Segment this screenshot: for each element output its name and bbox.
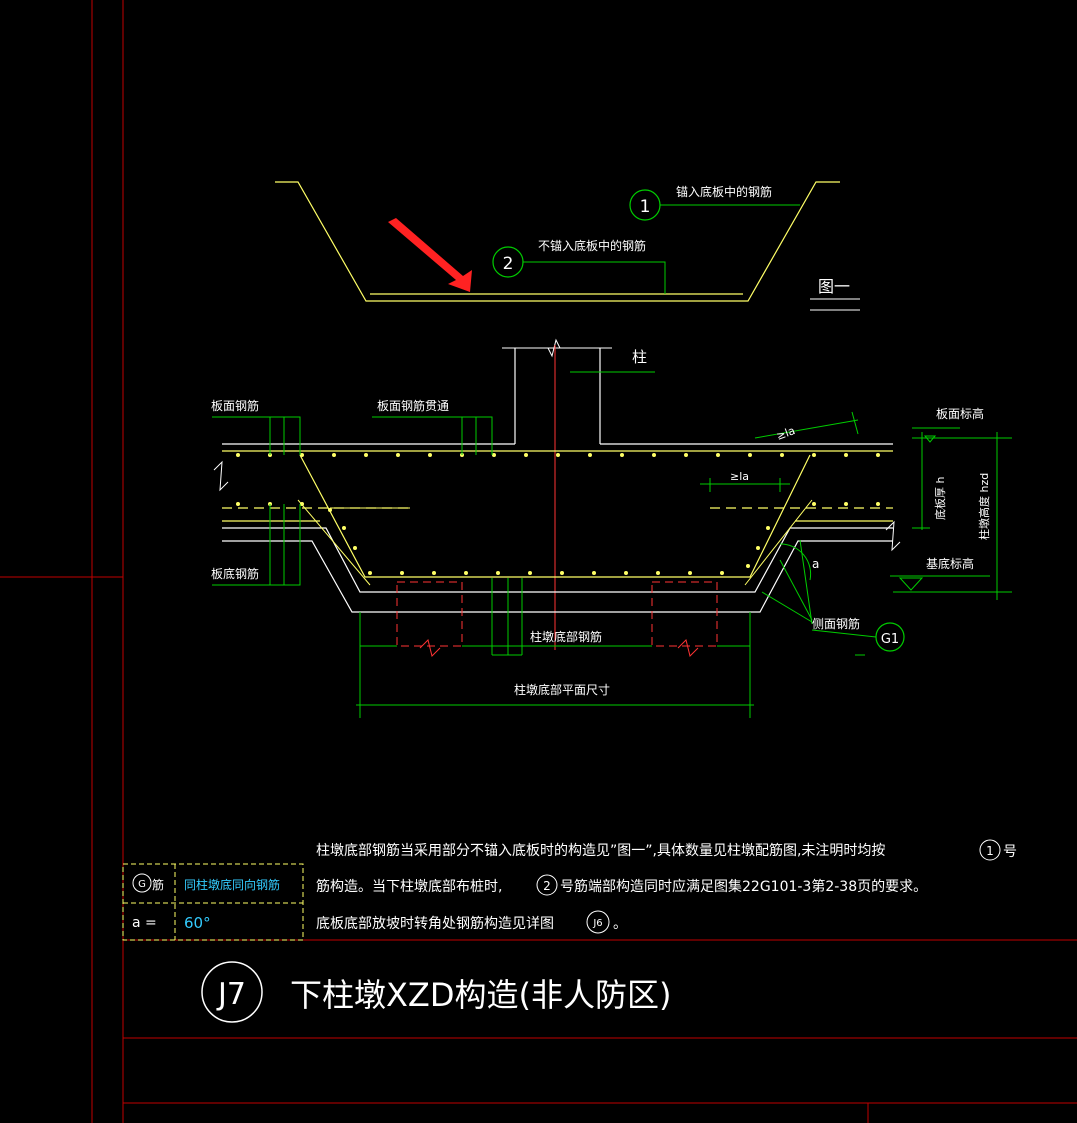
pier-height-label: 柱墩高度 hzd [977, 473, 991, 540]
legend-table [122, 863, 304, 941]
legend-row2-value: 60° [184, 914, 211, 932]
leader-lines [212, 371, 1012, 718]
top-rebar-dots [236, 453, 880, 575]
drawing-title: 下柱墩XZD构造(非人防区) [290, 976, 671, 1014]
note-line-2-num: 2 [543, 879, 551, 893]
note-line-3b: 。 [613, 916, 627, 932]
figure-1-trough [275, 181, 860, 311]
bar1-label: 锚入底板中的钢筋 [676, 184, 772, 199]
bar1-num: 1 [640, 197, 651, 217]
note-line-3a: 底板底部放坡时转角处钢筋构造见详图 [316, 915, 554, 932]
bar2-label: 不锚入底板中的钢筋 [538, 238, 646, 253]
section-drawing [212, 338, 1012, 718]
anchor-la-top: ≥la [775, 424, 797, 443]
legend-row1-key: 筋 [152, 877, 164, 892]
slab-top-level-label: 板面标高 [936, 406, 984, 421]
note-line-2a: 筋构造。当下柱墩底部布桩时, [316, 878, 502, 895]
note-line-1-tail: 号 [1003, 844, 1017, 860]
note-line-3-ref: J6 [592, 918, 602, 929]
title-code: J7 [216, 977, 246, 1012]
top-slab-bar-label: 板面钢筋 [211, 398, 259, 413]
note-line-1-num: 1 [986, 844, 994, 858]
bar2-num: 2 [503, 254, 514, 274]
side-bar-label: 侧面钢筋 [812, 616, 860, 631]
pier-plan-size-label: 柱墩底部平面尺寸 [514, 682, 610, 697]
legend-row2-key: a = [132, 915, 157, 931]
note-line-1: 柱墩底部钢筋当采用部分不锚入底板时的构造见”图一”,具体数量见柱墩配筋图,未注明… [316, 842, 885, 859]
column-label: 柱 [632, 348, 647, 366]
bottom-slab-bar-label: 板底钢筋 [211, 566, 259, 581]
pier-bottom-bar-label: 柱墩底部钢筋 [530, 629, 602, 644]
figure-1-title: 图一 [818, 277, 850, 296]
angle-label: a [812, 557, 819, 571]
slab-thickness-label: 底板厚 h [933, 477, 947, 520]
legend-row1-key-num: G [138, 879, 146, 890]
side-bar-code: G1 [881, 632, 899, 647]
base-bottom-level-label: 基底标高 [926, 556, 974, 571]
top-slab-bar-through-label: 板面钢筋贯通 [377, 398, 449, 413]
anchor-la-mid: ≥la [730, 470, 749, 483]
legend-row1-value: 同柱墩底同向钢筋 [184, 877, 280, 892]
note-line-2b: 号筋端部构造同时应满足图集22G101-3第2-38页的要求。 [560, 878, 927, 895]
